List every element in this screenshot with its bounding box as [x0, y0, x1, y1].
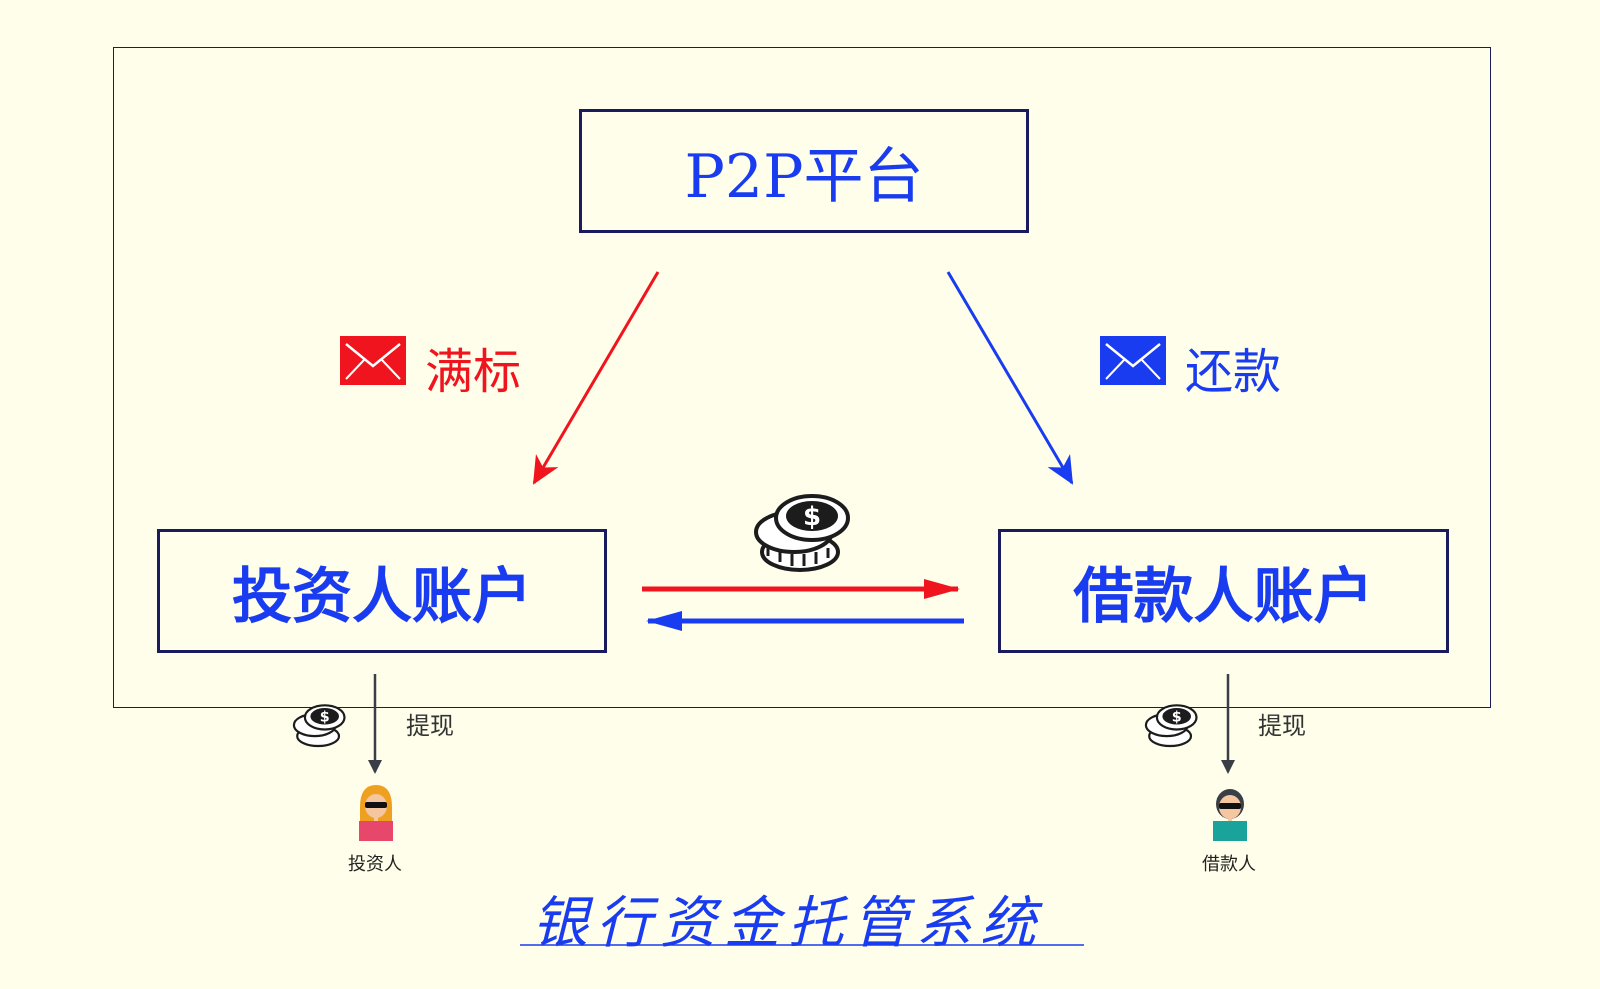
system-title: 银行资金托管系统: [532, 891, 1044, 956]
coin-stack-icon: $: [292, 704, 346, 748]
svg-text:$: $: [803, 502, 821, 532]
arrow-repayment: [946, 271, 1074, 485]
withdraw-label-investor: 提现: [406, 712, 454, 740]
withdraw-label-borrower: 提现: [1258, 712, 1306, 740]
envelope-icon: [340, 336, 406, 385]
borrower-account-box: 借款人账户: [998, 529, 1449, 653]
investor-account-label: 投资人账户: [232, 561, 532, 632]
outer-frame: [113, 47, 1491, 708]
coin-stack-icon: $: [754, 494, 850, 572]
investor-person-label: 投资人: [348, 854, 402, 875]
arrow-full-bid: [532, 271, 660, 485]
coin-stack-icon: $: [1144, 704, 1198, 748]
edge-label-full-bid: 满标: [425, 344, 522, 400]
borrower-person-label: 借款人: [1202, 854, 1256, 875]
edge-label-repayment: 还款: [1185, 344, 1282, 400]
borrower-account-label: 借款人账户: [1073, 561, 1374, 632]
platform-box: P2P平台: [579, 109, 1029, 233]
svg-text:$: $: [1172, 709, 1182, 725]
borrower-avatar-icon: [1213, 789, 1247, 841]
platform-label: P2P平台: [684, 141, 924, 212]
investor-avatar-icon: [359, 785, 393, 841]
investor-account-box: 投资人账户: [157, 529, 607, 653]
envelope-icon: [1100, 336, 1166, 385]
svg-text:$: $: [320, 709, 330, 725]
